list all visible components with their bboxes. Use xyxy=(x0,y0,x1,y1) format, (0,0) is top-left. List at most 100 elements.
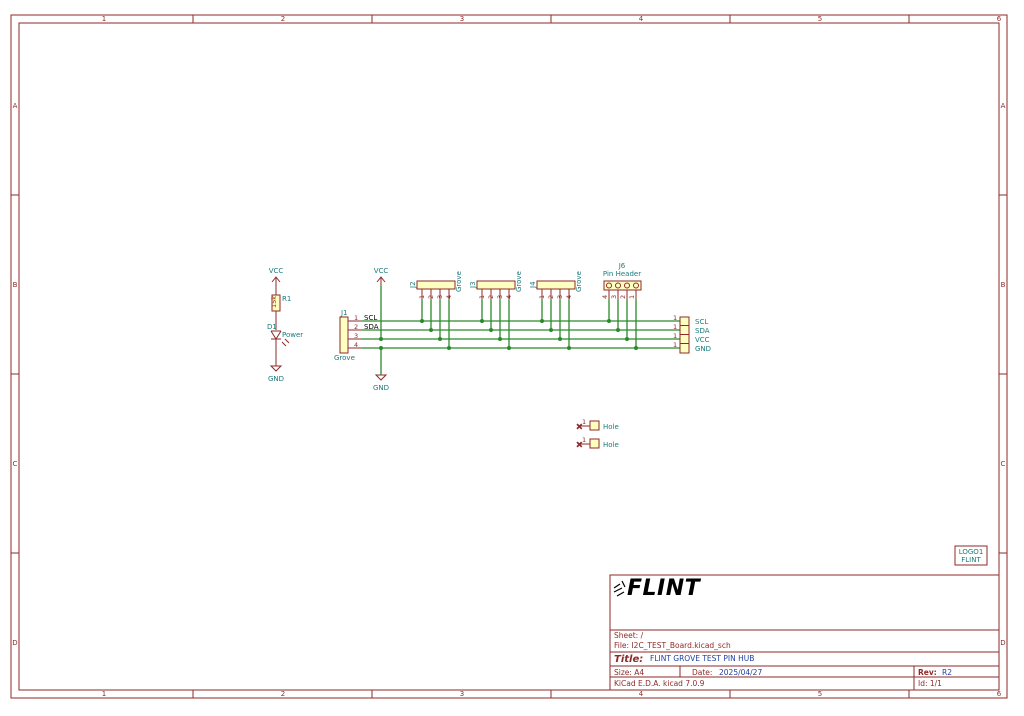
led-d1-icon[interactable] xyxy=(270,330,282,340)
j3-pin: 3 xyxy=(496,295,504,299)
title-block: FLINT Sheet: / File: I2C_TEST_Board.kica… xyxy=(609,574,1000,691)
r1-value: 15k xyxy=(270,296,278,308)
j3-pin: 4 xyxy=(505,295,513,299)
logo-value: FLINT xyxy=(961,556,981,564)
j6-ref: J6 xyxy=(618,262,626,270)
j1-net-scl: SCL xyxy=(364,314,377,322)
col-label: 3 xyxy=(460,15,464,23)
hole-pin: 1 xyxy=(582,418,586,426)
right-net-label: SCL xyxy=(695,318,708,326)
j6-pin: 2 xyxy=(619,295,627,299)
j2-value: Grove xyxy=(455,271,463,292)
row-label: B xyxy=(1001,281,1006,289)
hole-pin: 1 xyxy=(582,436,586,444)
j1-pin: 3 xyxy=(354,332,358,340)
connector-j4[interactable]: J4 Grove 1 2 3 4 xyxy=(529,271,583,300)
j4-body[interactable] xyxy=(536,280,576,290)
col-label: 3 xyxy=(460,690,464,698)
d1-ref: D1 xyxy=(267,323,277,331)
col-label: 1 xyxy=(102,15,106,23)
logo-ref-box[interactable]: LOGO1 FLINT xyxy=(954,545,988,566)
col-label: 6 xyxy=(997,15,1002,23)
r1-ref: R1 xyxy=(282,295,291,303)
connector-j6[interactable]: J6 Pin Header 4 3 2 1 xyxy=(601,262,642,300)
col-label: 5 xyxy=(818,15,822,23)
vcc-arrow-icon xyxy=(376,276,386,286)
hole-body[interactable] xyxy=(589,438,600,449)
j6-pin: 4 xyxy=(601,295,609,299)
j2-ref: J2 xyxy=(409,281,417,289)
gnd-icon xyxy=(374,374,388,381)
right-connectors[interactable]: 1 1 1 1 SCL SDA VCC GND xyxy=(673,314,711,354)
j1-body[interactable] xyxy=(339,316,349,354)
right-pin: 1 xyxy=(673,323,677,331)
j4-pin: 4 xyxy=(565,295,573,299)
col-label: 2 xyxy=(281,690,285,698)
junctions xyxy=(379,319,638,350)
j6-pin: 1 xyxy=(628,295,636,299)
col-label: 4 xyxy=(639,690,644,698)
j1-pin: 1 xyxy=(354,314,358,322)
sheet-label: Sheet: / xyxy=(614,631,644,640)
j3-pin: 1 xyxy=(478,295,486,299)
right-net-label: SDA xyxy=(695,327,710,335)
title-label: Title: xyxy=(614,654,643,665)
d1-value: Power xyxy=(282,331,303,339)
vcc-label: VCC xyxy=(374,267,389,275)
j1-ref: J1 xyxy=(340,309,348,317)
col-label: 2 xyxy=(281,15,285,23)
hole-label: Hole xyxy=(603,441,619,449)
connector-j2[interactable]: J2 Grove 1 2 3 4 xyxy=(409,271,463,300)
j2-body[interactable] xyxy=(416,280,456,290)
file-label: File: I2C_TEST_Board.kicad_sch xyxy=(614,641,731,650)
date-value: 2025/04/27 xyxy=(719,668,762,677)
row-label: B xyxy=(13,281,18,289)
gnd-label: GND xyxy=(268,375,284,383)
power-led-circuit[interactable]: VCC 15k R1 D1 Power GND xyxy=(267,267,303,383)
inner-border xyxy=(18,22,1000,691)
j6-value: Pin Header xyxy=(603,270,641,278)
col-label: 6 xyxy=(997,690,1002,698)
connector-j3[interactable]: J3 Grove 1 2 3 4 xyxy=(469,271,523,300)
gnd-icon xyxy=(269,365,283,372)
j4-value: Grove xyxy=(575,271,583,292)
j1-value: Grove xyxy=(334,354,355,362)
j2-pin: 1 xyxy=(418,295,426,299)
right-pin: 1 xyxy=(673,332,677,340)
tool-label: KiCad E.D.A. kicad 7.0.9 xyxy=(614,679,705,688)
j4-ref: J4 xyxy=(529,281,537,289)
title-value: FLINT GROVE TEST PIN HUB xyxy=(650,654,754,663)
mounting-holes[interactable]: × 1 Hole × 1 Hole xyxy=(576,418,619,450)
j1-pin: 4 xyxy=(354,341,358,349)
date-label: Date: xyxy=(692,668,712,677)
outer-border xyxy=(10,14,1008,699)
hole-label: Hole xyxy=(603,423,619,431)
j6-pin: 3 xyxy=(610,295,618,299)
right-pin: 1 xyxy=(673,314,677,322)
j6-body[interactable] xyxy=(603,280,642,291)
j4-pin: 1 xyxy=(538,295,546,299)
logo-ref: LOGO1 xyxy=(959,548,984,556)
logo-ref-border xyxy=(954,545,988,566)
row-label: A xyxy=(13,102,18,110)
row-label: D xyxy=(1000,639,1005,647)
connector-j1[interactable]: J1 1 2 3 4 SCL SDA Grove xyxy=(334,309,379,362)
row-label: C xyxy=(1001,460,1006,468)
no-connect-icon: × xyxy=(576,422,583,431)
j3-body[interactable] xyxy=(476,280,516,290)
row-label: A xyxy=(1001,102,1006,110)
hole-body[interactable] xyxy=(589,420,600,431)
right-pin: 1 xyxy=(673,341,677,349)
led-light-icon xyxy=(281,338,290,347)
j2-pin: 4 xyxy=(445,295,453,299)
j3-pin: 2 xyxy=(487,295,495,299)
right-net-label: VCC xyxy=(695,336,710,344)
bus-wires xyxy=(362,286,680,375)
rev-label: Rev: xyxy=(918,668,937,677)
vcc-label: VCC xyxy=(269,267,284,275)
gnd-label: GND xyxy=(373,384,389,392)
col-label: 4 xyxy=(639,15,644,23)
title-block-border xyxy=(609,574,1000,691)
size-label: Size: A4 xyxy=(614,668,644,677)
